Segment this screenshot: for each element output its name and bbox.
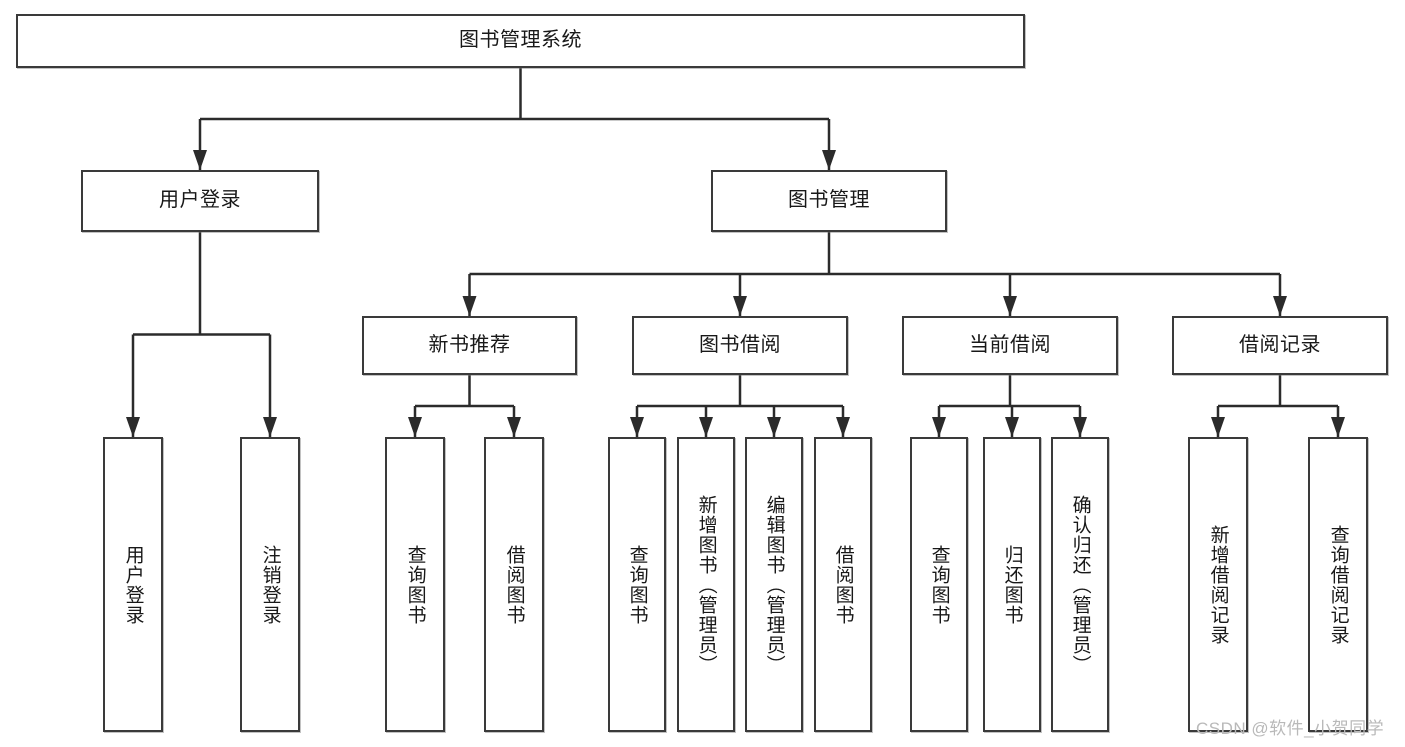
node-leaf-logout[interactable]: 注销登录	[240, 437, 300, 732]
node-user-login[interactable]: 用户登录	[81, 170, 319, 232]
arrowhead-icon	[263, 417, 277, 437]
arrowhead-icon	[507, 417, 521, 437]
node-label: 查询图书	[404, 544, 426, 625]
node-inner: 查询图书	[912, 439, 966, 730]
node-leaf-query-record[interactable]: 查询借阅记录	[1308, 437, 1368, 732]
arrowhead-icon	[126, 417, 140, 437]
node-label: 归还图书	[1001, 544, 1023, 625]
node-label: 用户登录	[122, 544, 144, 625]
node-label: 图书管理系统	[459, 29, 582, 52]
arrowhead-icon	[836, 417, 850, 437]
node-label: 编辑图书（管理员）	[763, 494, 785, 675]
node-book-manage[interactable]: 图书管理	[711, 170, 947, 232]
node-inner: 注销登录	[242, 439, 298, 730]
node-label: 注销登录	[259, 544, 281, 625]
node-inner: 确认归还（管理员）	[1053, 439, 1107, 730]
node-inner: 用户登录	[83, 172, 317, 230]
node-inner: 用户登录	[105, 439, 161, 730]
node-current-borrow[interactable]: 当前借阅	[902, 316, 1118, 375]
node-inner: 查询借阅记录	[1310, 439, 1366, 730]
watermark-text: CSDN @软件_小贺同学	[1196, 719, 1385, 738]
arrowhead-icon	[1211, 417, 1225, 437]
arrowhead-icon	[1003, 296, 1017, 316]
arrowhead-icon	[462, 296, 477, 316]
node-inner: 图书借阅	[634, 318, 846, 373]
node-inner: 借阅图书	[816, 439, 870, 730]
node-leaf-query-book-1[interactable]: 查询图书	[385, 437, 445, 732]
node-leaf-return-book[interactable]: 归还图书	[983, 437, 1041, 732]
node-borrow-record[interactable]: 借阅记录	[1172, 316, 1388, 375]
node-leaf-borrow-book-1[interactable]: 借阅图书	[484, 437, 544, 732]
node-inner: 归还图书	[985, 439, 1039, 730]
node-inner: 图书管理	[713, 172, 945, 230]
arrowhead-icon	[733, 296, 747, 316]
arrowhead-icon	[1073, 417, 1087, 437]
node-inner: 新书推荐	[364, 318, 575, 373]
node-label: 查询图书	[626, 544, 648, 625]
node-label: 借阅图书	[503, 544, 525, 625]
arrowhead-icon	[932, 417, 946, 437]
node-label: 新增图书（管理员）	[695, 494, 717, 675]
node-label: 图书借阅	[699, 333, 781, 356]
node-leaf-edit-book[interactable]: 编辑图书（管理员）	[745, 437, 803, 732]
node-inner: 新增借阅记录	[1190, 439, 1246, 730]
node-label: 查询图书	[928, 544, 950, 625]
node-leaf-query-book-2[interactable]: 查询图书	[608, 437, 666, 732]
node-label: 新书推荐	[428, 333, 511, 356]
node-leaf-user-login[interactable]: 用户登录	[103, 437, 163, 732]
node-inner: 借阅记录	[1174, 318, 1386, 373]
arrowhead-icon	[1273, 296, 1287, 316]
node-label: 用户登录	[159, 189, 241, 212]
node-leaf-borrow-book-2[interactable]: 借阅图书	[814, 437, 872, 732]
arrowhead-icon	[630, 417, 644, 437]
node-inner: 图书管理系统	[18, 16, 1023, 66]
arrowhead-icon	[408, 417, 422, 437]
node-label: 当前借阅	[969, 333, 1051, 356]
node-leaf-confirm-return[interactable]: 确认归还（管理员）	[1051, 437, 1109, 732]
node-inner: 借阅图书	[486, 439, 542, 730]
node-leaf-add-record[interactable]: 新增借阅记录	[1188, 437, 1248, 732]
node-new-book-recommend[interactable]: 新书推荐	[362, 316, 577, 375]
node-label: 借阅记录	[1239, 333, 1321, 356]
node-inner: 当前借阅	[904, 318, 1116, 373]
node-inner: 新增图书（管理员）	[679, 439, 733, 730]
arrowhead-icon	[1331, 417, 1345, 437]
node-label: 查询借阅记录	[1327, 524, 1349, 645]
node-inner: 查询图书	[610, 439, 664, 730]
arrowhead-icon	[193, 150, 207, 170]
node-label: 借阅图书	[832, 544, 854, 625]
arrowhead-icon	[699, 417, 713, 437]
node-label: 新增借阅记录	[1207, 524, 1229, 645]
node-inner: 编辑图书（管理员）	[747, 439, 801, 730]
node-leaf-query-book-3[interactable]: 查询图书	[910, 437, 968, 732]
node-root[interactable]: 图书管理系统	[16, 14, 1025, 68]
arrowhead-icon	[1005, 417, 1019, 437]
arrowhead-icon	[822, 150, 836, 170]
node-inner: 查询图书	[387, 439, 443, 730]
node-leaf-add-book[interactable]: 新增图书（管理员）	[677, 437, 735, 732]
node-label: 确认归还（管理员）	[1069, 494, 1091, 675]
node-label: 图书管理	[788, 189, 870, 212]
arrowhead-icon	[767, 417, 781, 437]
node-book-borrow[interactable]: 图书借阅	[632, 316, 848, 375]
